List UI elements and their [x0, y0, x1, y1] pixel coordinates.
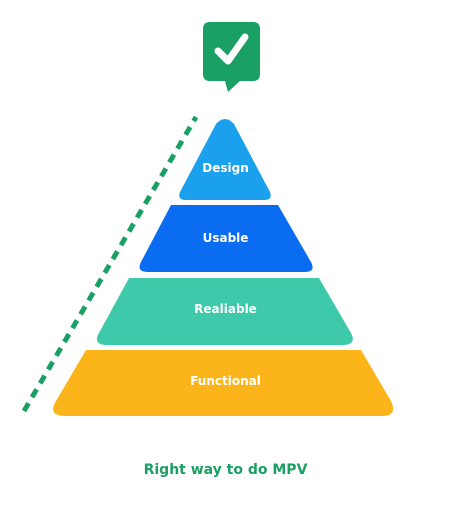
pyramid-tier-design: [179, 119, 271, 200]
pyramid-tier-usable: [139, 205, 313, 272]
check-badge: [203, 22, 260, 92]
diagram-caption: Right way to do MPV: [143, 462, 308, 478]
pyramid-tier-functional: [53, 350, 394, 416]
pyramid-tier-reliable: [96, 278, 353, 345]
dashed-progress-line: [21, 115, 199, 413]
check-mark-icon: [214, 33, 249, 65]
